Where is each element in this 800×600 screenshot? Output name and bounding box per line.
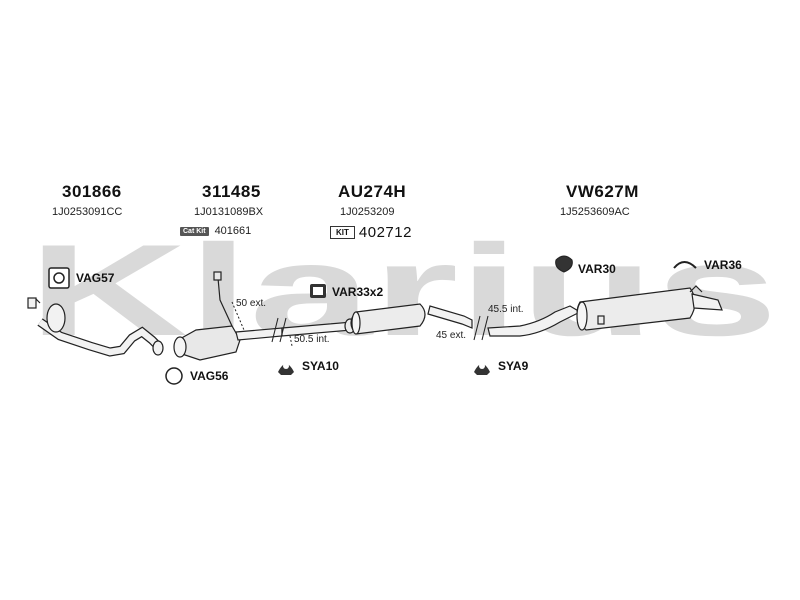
vag56-icon: [165, 367, 183, 385]
oem-number-4: 1J5253609AC: [560, 206, 630, 218]
kit-code: 402712: [358, 224, 412, 241]
rear-silencer: [487, 285, 723, 337]
part-number-311485: 311485: [202, 182, 261, 201]
catalytic-converter: [173, 271, 283, 361]
vag57-icon: [48, 267, 70, 289]
part-number-vw627m: VW627M: [566, 182, 639, 201]
label-sya10: SYA10: [302, 359, 339, 373]
kit-badge: KIT: [330, 226, 355, 239]
var33-icon: [310, 284, 326, 298]
dimension-50-5-int: 50.5 int.: [294, 334, 330, 345]
part-number-au274h: AU274H: [338, 182, 407, 201]
label-vag56: VAG56: [190, 369, 229, 383]
label-vag57: VAG57: [76, 271, 115, 285]
dimension-50-ext: 50 ext.: [236, 298, 267, 309]
label-var33: VAR33x2: [332, 285, 384, 299]
dimension-45-ext: 45 ext.: [436, 330, 467, 341]
label-var30: VAR30: [578, 262, 616, 276]
front-pipe: [27, 297, 164, 357]
label-var36: VAR36: [704, 258, 742, 272]
part-number-301866: 301866: [62, 182, 122, 201]
label-sya9: SYA9: [498, 359, 529, 373]
oem-number-1: 1J0253091CC: [52, 206, 123, 218]
cat-kit-badge: Cat Kit: [180, 226, 209, 236]
sya10-icon: [278, 363, 294, 375]
joint-markers: [231, 301, 489, 347]
oem-number-3: 1J0253209: [340, 206, 395, 218]
sya9-icon: [474, 363, 490, 375]
fitting-kit-row: KIT 402712: [330, 224, 412, 241]
dimension-45-5-int: 45.5 int.: [488, 304, 524, 315]
cat-kit-code: 401661: [214, 225, 252, 237]
var30-icon: [555, 255, 573, 273]
oem-number-2: 1J0131089BX: [194, 206, 264, 218]
var36-icon: [673, 261, 697, 269]
centre-silencer: [281, 303, 473, 337]
cat-kit-row: Cat Kit 401661: [180, 225, 251, 237]
